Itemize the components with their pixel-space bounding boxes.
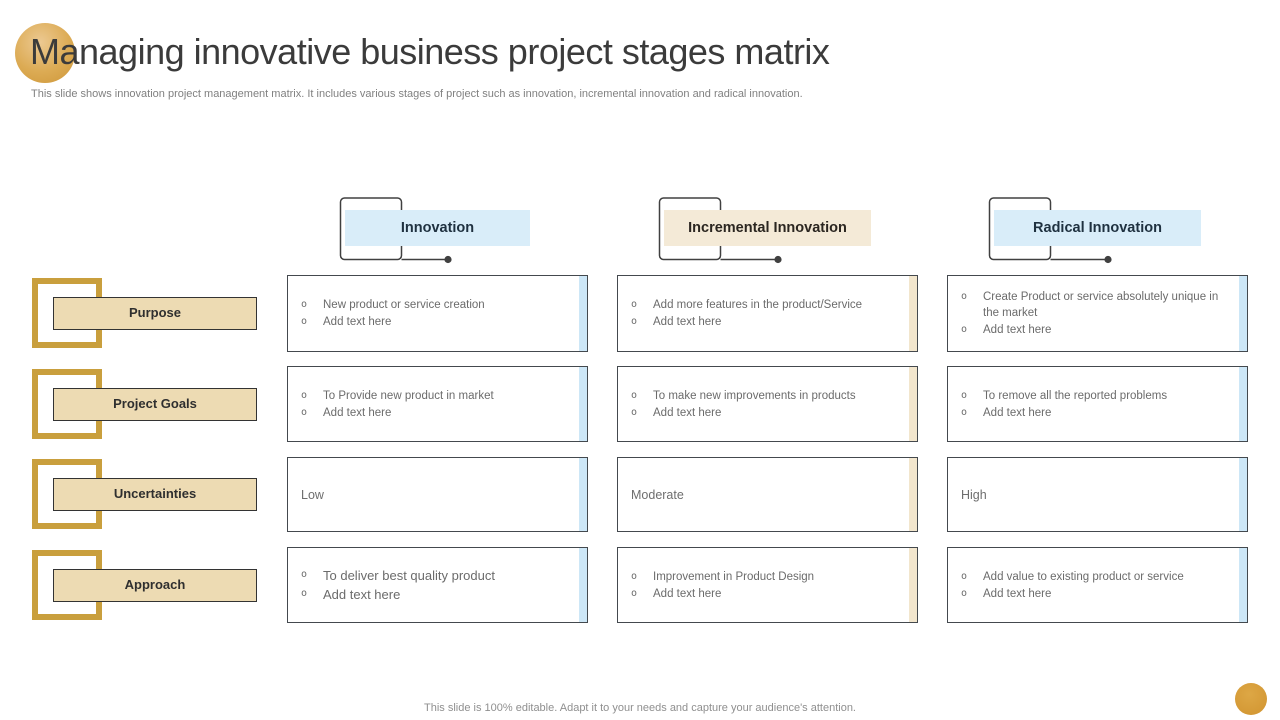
cell-text: Moderate	[631, 487, 684, 502]
bullet-text: Add text here	[323, 406, 392, 419]
accent-stripe	[1239, 458, 1247, 531]
bullet-marker: o	[631, 587, 638, 599]
page-title: Managing innovative business project sta…	[30, 31, 830, 72]
accent-stripe	[579, 548, 587, 622]
matrix-cell-purpose-radical: o Create Product or service absolutely un…	[947, 275, 1248, 352]
column-header-label: Radical Innovation	[994, 210, 1201, 246]
row-label-project-goals: Project Goals	[32, 369, 257, 439]
matrix-cell-approach-radical: o Add value to existing product or servic…	[947, 547, 1248, 623]
connector-dot-icon	[1104, 255, 1112, 264]
bullet-marker: o	[631, 389, 638, 401]
bullet-marker: o	[301, 587, 308, 599]
cell-text: Low	[301, 487, 324, 502]
accent-stripe	[909, 548, 917, 622]
bullet-marker: o	[301, 316, 308, 327]
bullet-text: To make new improvements in products	[653, 389, 856, 402]
row-label-text: Purpose	[53, 297, 257, 330]
bullet-text: Add text here	[653, 316, 722, 328]
column-header-label: Innovation	[345, 210, 530, 246]
accent-stripe	[579, 458, 587, 531]
bullet-text: Add more features in the product/Service	[653, 299, 863, 311]
bullet-text: Add text here	[323, 586, 401, 602]
accent-stripe	[909, 458, 917, 531]
accent-stripe	[579, 367, 587, 441]
bullet-marker: o	[301, 568, 308, 580]
connector-dot-icon	[444, 255, 452, 264]
bullet-marker: o	[631, 299, 638, 310]
bullet-marker: o	[631, 316, 638, 327]
accent-stripe	[909, 276, 917, 351]
row-label-approach: Approach	[32, 550, 257, 620]
bullet-text: Create Product or service absolutely uni…	[983, 291, 1222, 319]
bullet-marker: o	[301, 389, 308, 401]
column-header-incremental-innovation: Incremental Innovation	[617, 193, 918, 265]
slide-subtitle: This slide shows innovation project mana…	[31, 88, 803, 100]
bullet-marker: o	[961, 587, 968, 599]
bullet-text: Add value to existing product or service	[983, 570, 1184, 583]
accent-stripe	[909, 367, 917, 441]
row-label-text: Project Goals	[53, 388, 257, 421]
bullet-marker: o	[631, 570, 638, 582]
row-label-purpose: Purpose	[32, 278, 257, 348]
matrix-cell-uncertainty-incremental: Moderate	[617, 457, 918, 532]
bullet-marker: o	[631, 406, 638, 418]
accent-stripe	[1239, 548, 1247, 622]
column-header-innovation: Innovation	[287, 193, 588, 265]
bullet-marker: o	[301, 299, 308, 310]
cell-text: High	[961, 487, 987, 502]
bullet-text: Add text here	[983, 587, 1052, 600]
bullet-text: To Provide new product in market	[323, 389, 494, 402]
bullet-marker: o	[301, 406, 308, 418]
bullet-text: Add text here	[983, 406, 1052, 419]
bullet-text: Add text here	[653, 406, 722, 419]
matrix-cell-uncertainty-innovation: Low	[287, 457, 588, 532]
bullet-marker: o	[961, 570, 968, 582]
title-accent-circle	[15, 23, 75, 83]
bullet-text: Improvement in Product Design	[653, 570, 815, 583]
bullet-marker: o	[961, 389, 968, 401]
bullet-text: Add text here	[323, 316, 392, 328]
corner-accent-circle	[1235, 683, 1267, 715]
accent-stripe	[1239, 276, 1247, 351]
row-label-uncertainties: Uncertainties	[32, 459, 257, 529]
matrix-cell-uncertainty-radical: High	[947, 457, 1248, 532]
bullet-marker: o	[961, 291, 968, 302]
bullet-text: To remove all the reported problems	[983, 389, 1168, 402]
footer-note: This slide is 100% editable. Adapt it to…	[424, 702, 856, 714]
connector-dot-icon	[774, 255, 782, 264]
bullet-marker: o	[961, 324, 968, 335]
bullet-text: To deliver best quality product	[323, 567, 495, 583]
bullet-text: New product or service creation	[323, 299, 485, 311]
column-header-radical-innovation: Radical Innovation	[947, 193, 1248, 265]
accent-stripe	[1239, 367, 1247, 441]
row-label-text: Approach	[53, 569, 257, 602]
bullet-text: Add text here	[653, 587, 722, 600]
row-label-text: Uncertainties	[53, 478, 257, 511]
bullet-marker: o	[961, 406, 968, 418]
bullet-text: Add text here	[983, 324, 1052, 336]
column-header-label: Incremental Innovation	[664, 210, 871, 246]
accent-stripe	[579, 276, 587, 351]
matrix-cell-purpose-incremental: o Add more features in the product/Servic…	[617, 275, 918, 352]
